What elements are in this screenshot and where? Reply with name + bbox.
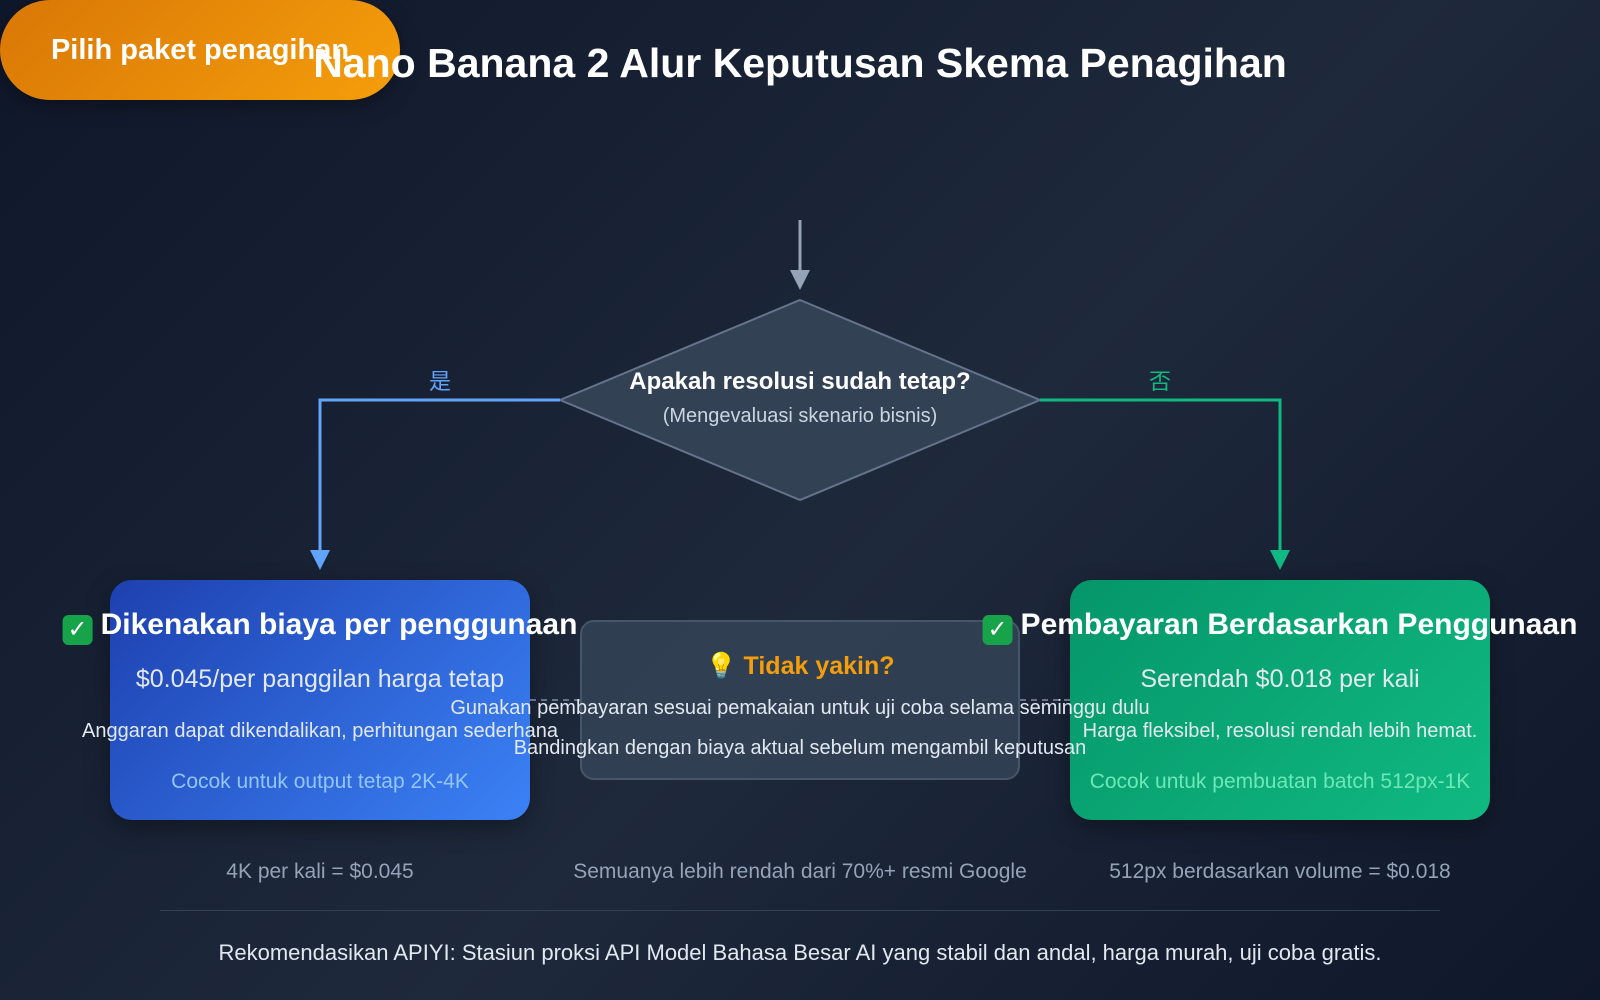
per-use-fit: Cocok untuk output tetap 2K-4K: [171, 770, 469, 793]
per-use-note: 4K per kali = $0.045: [226, 860, 414, 883]
tip-line-1: Gunakan pembayaran sesuai pemakaian untu…: [450, 697, 1150, 719]
decision-question: Apakah resolusi sudah tetap?: [629, 368, 971, 395]
per-use-description: Anggaran dapat dikendalikan, perhitungan…: [82, 720, 558, 742]
usage-based-note: 512px berdasarkan volume = $0.018: [1109, 860, 1451, 883]
per-use-price: $0.045/per panggilan harga tetap: [135, 665, 505, 693]
check-mark-icon: ✓: [982, 615, 1013, 645]
start-label: Pilih paket penagihan: [50, 33, 350, 66]
per-use-option-card: [110, 580, 530, 820]
lightbulb-icon: 💡: [705, 652, 744, 680]
no-label: 否: [1148, 369, 1172, 394]
usage-based-price: Serendah $0.018 per kali: [1140, 665, 1420, 693]
check-mark-icon: ✓: [62, 615, 93, 645]
per-use-title: ✓Dikenakan biaya per penggunaan: [62, 608, 577, 645]
yes-label: 是: [428, 369, 452, 394]
no-branch-line: [1040, 398, 1282, 552]
usage-based-fit: Cocok untuk pembuatan batch 512px-1K: [1089, 770, 1471, 793]
usage-based-description: Harga fleksibel, resolusi rendah lebih h…: [1082, 720, 1478, 742]
divider: [160, 910, 1440, 911]
decision-diamond: [557, 298, 1043, 502]
tip-line-2: Bandingkan dengan biaya aktual sebelum m…: [513, 737, 1087, 759]
diagram-title: Nano Banana 2 Alur Keputusan Skema Penag…: [313, 40, 1287, 86]
yes-arrowhead: [310, 550, 330, 570]
start-node: Pilih paket penagihan: [0, 0, 400, 100]
tip-title: 💡 Tidak yakin?: [705, 652, 895, 680]
footer-text: Rekomendasikan APIYI: Stasiun proksi API…: [218, 940, 1382, 965]
no-arrowhead: [1270, 550, 1290, 570]
decision-subtitle: (Mengevaluasi skenario bisnis): [662, 405, 938, 427]
usage-based-option-card: [1070, 580, 1490, 820]
arrowhead-down: [790, 270, 810, 290]
yes-branch-line: [318, 398, 560, 552]
tip-box: [580, 620, 1020, 780]
tip-note: Semuanya lebih rendah dari 70%+ resmi Go…: [573, 860, 1027, 883]
usage-based-title: ✓Pembayaran Berdasarkan Penggunaan: [982, 608, 1577, 645]
